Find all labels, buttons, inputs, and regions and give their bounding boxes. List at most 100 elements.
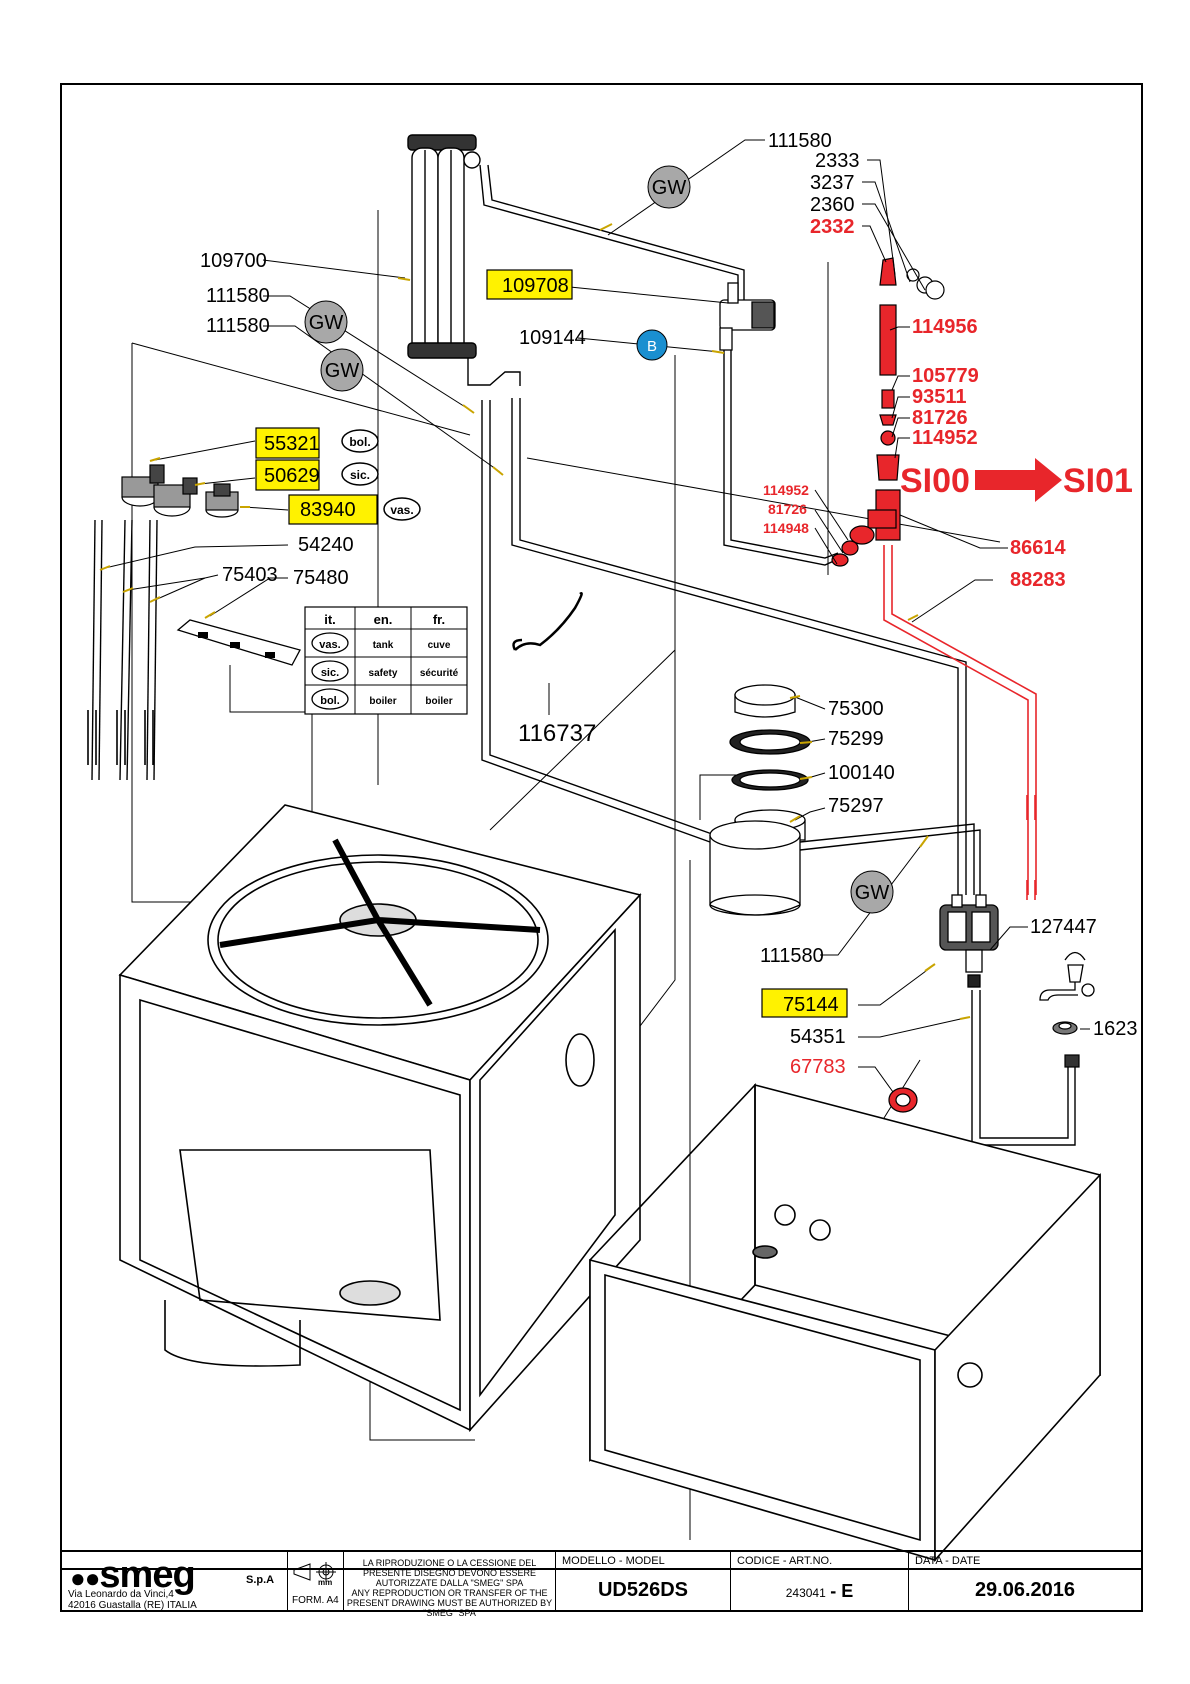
label-105779: 105779 <box>912 365 979 387</box>
wire-116737 <box>512 592 583 651</box>
label-114952-b: 114952 <box>763 482 809 498</box>
gw-badge-text: GW <box>855 882 890 904</box>
label-81726: 81726 <box>912 407 968 429</box>
pressure-switches <box>121 464 239 518</box>
legend-en-tank: tank <box>373 640 394 651</box>
brand-logo: ●●smeg <box>70 1554 196 1596</box>
legend-fr-cuve: cuve <box>428 640 451 651</box>
model-header: MODELLO - MODEL <box>562 1555 665 1567</box>
label-55321: 55321 <box>264 433 320 455</box>
inlet-valve-75144 <box>939 894 999 988</box>
label-114952: 114952 <box>912 427 978 449</box>
label-81726-b: 81726 <box>768 501 807 517</box>
gw-badge-text: GW <box>309 312 344 334</box>
legend-en-boiler: boiler <box>369 696 396 707</box>
label-109700: 109700 <box>200 250 267 272</box>
leader-arrowheads <box>99 223 971 1020</box>
legend-fr-boiler: boiler <box>425 696 452 707</box>
revision-to: SI01 <box>1063 462 1133 500</box>
label-2360: 2360 <box>810 194 855 216</box>
gw-badge-mid-a: GW <box>304 300 348 344</box>
revision-from: SI00 <box>900 462 970 500</box>
gw-badge-text: GW <box>652 177 687 199</box>
condenser-109700 <box>407 134 521 386</box>
code-value: 243041 <box>785 1586 826 1600</box>
gw-badge-text: GW <box>325 360 360 382</box>
notice-en: ANY REPRODUCTION OR TRANSFER OF THE PRES… <box>346 1588 553 1618</box>
part-labels: 111580 2333 3237 2360 2332 109700 109708… <box>200 130 1138 1078</box>
valve-109708 <box>719 282 776 351</box>
label-83940: 83940 <box>300 499 356 521</box>
legend-key-vas: vas. <box>319 639 340 651</box>
sic-oval: sic. <box>341 462 379 486</box>
projection-unit: mm <box>318 1578 333 1587</box>
label-67783: 67783 <box>790 1056 846 1078</box>
softener-cap-stack <box>709 684 811 916</box>
bracket-75480 <box>176 619 301 666</box>
code-header: CODICE - ART.NO. <box>737 1555 833 1567</box>
brand-address: Via Leonardo da Vinci,4 42016 Guastalla … <box>68 1589 197 1611</box>
label-75299: 75299 <box>828 728 884 750</box>
brand-cell: ●●smeg S.p.A Via Leonardo da Vinci,4 420… <box>62 1552 288 1611</box>
gw-badge-bottom: GW <box>850 870 894 914</box>
brand-suffix: S.p.A <box>246 1574 275 1586</box>
label-75297: 75297 <box>828 795 884 817</box>
tap-127447 <box>1039 951 1095 1001</box>
label-54240: 54240 <box>298 534 354 556</box>
legend-header-fr: fr. <box>433 612 445 627</box>
label-75300: 75300 <box>828 698 884 720</box>
red-hose-88283 <box>883 545 1037 895</box>
hose-end <box>1064 1054 1080 1068</box>
highlight-109708 <box>486 269 573 300</box>
label-75480: 75480 <box>293 567 349 589</box>
legend-key-sic: sic. <box>321 667 339 679</box>
label-54351: 54351 <box>790 1026 846 1048</box>
base-frame <box>589 1082 1101 1563</box>
b-badge-text: B <box>647 338 657 355</box>
label-116737: 116737 <box>518 720 596 747</box>
model-cell: MODELLO - MODEL UD526DS <box>556 1552 731 1610</box>
legend-key-bol: bol. <box>320 695 340 707</box>
label-2332: 2332 <box>810 216 855 238</box>
legend-fr-securite: sécurité <box>420 668 459 679</box>
code-cell: CODICE - ART.NO. 243041 - E <box>731 1552 909 1610</box>
label-75144: 75144 <box>783 994 839 1016</box>
label-3237: 3237 <box>810 172 855 194</box>
code-value-group: 243041 - E <box>731 1581 908 1602</box>
highlight-55321 <box>255 427 320 459</box>
label-88283: 88283 <box>1010 569 1066 591</box>
leader-lines <box>104 139 1090 1093</box>
label-127447: 127447 <box>1030 916 1097 938</box>
legend-header-it: it. <box>324 612 336 627</box>
vas-oval: vas. <box>383 497 421 521</box>
address-line-2: 42016 Guastalla (RE) ITALIA <box>68 1600 197 1611</box>
model-value: UD526DS <box>597 1579 689 1601</box>
label-111580-b: 111580 <box>206 315 270 337</box>
gw-badge-mid-b: GW <box>320 348 364 392</box>
label-109708: 109708 <box>502 275 569 297</box>
label-1623: 1623 <box>1093 1018 1138 1040</box>
wash-tank <box>118 804 642 1433</box>
label-111580-top: 111580 <box>768 130 832 152</box>
hoses <box>91 164 1076 1146</box>
sic-oval-text: sic. <box>350 468 370 482</box>
notice-it: LA RIPRODUZIONE O LA CESSIONE DEL PRESEN… <box>362 1558 537 1588</box>
date-cell: DATA - DATE 29.06.2016 <box>909 1552 1141 1610</box>
projection-symbol-icon <box>293 1562 336 1582</box>
highlight-75144 <box>761 988 848 1018</box>
label-111580-a: 111580 <box>206 285 270 307</box>
notice-cell: LA RIPRODUZIONE O LA CESSIONE DEL PRESEN… <box>344 1552 556 1618</box>
legend-header-en: en. <box>374 612 393 627</box>
label-114948: 114948 <box>763 520 809 536</box>
label-86614: 86614 <box>1010 537 1066 559</box>
legend-table: it. en. fr. vas. tank cuve sic. safety s… <box>304 606 468 715</box>
red-break-marks <box>1026 795 1036 900</box>
label-114956: 114956 <box>912 316 978 338</box>
ring-67783 <box>888 1087 918 1113</box>
brand-name: smeg <box>99 1554 195 1596</box>
label-93511: 93511 <box>912 386 967 408</box>
gw-badge-top: GW <box>647 165 691 209</box>
label-109144: 109144 <box>519 327 586 349</box>
label-100140: 100140 <box>828 762 895 784</box>
